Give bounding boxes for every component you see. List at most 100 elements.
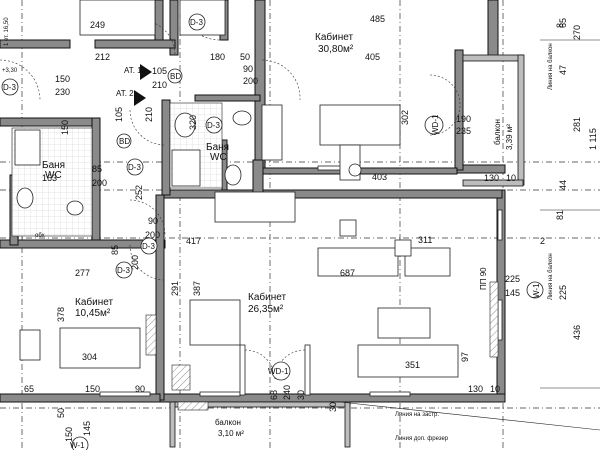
dim: 130	[468, 384, 483, 394]
dim: 150	[64, 427, 74, 442]
dim: 65	[558, 18, 568, 28]
dim: 65	[24, 384, 34, 394]
tag-w1-bottom: W-1	[70, 441, 85, 450]
tag-top-left: 1 ет. 16,50	[4, 17, 10, 46]
dim: 10	[506, 173, 516, 183]
windows	[99, 165, 503, 397]
tag-d3-f: D-3	[117, 266, 130, 275]
room-office-top-name: Кабинет	[315, 31, 353, 43]
desk-left	[59, 327, 141, 369]
note-balcony-line-2: Линия на балкон	[548, 253, 554, 300]
dim: 105	[114, 107, 124, 122]
tag-bd-b: BD	[119, 137, 130, 146]
dim: 291	[170, 281, 180, 296]
room-balcony-bottom-area: 3,10 м²	[218, 429, 244, 438]
radiator-bottom	[177, 401, 209, 411]
dim: 200	[145, 230, 160, 240]
dim: 105	[152, 66, 167, 76]
door-swings	[0, 0, 461, 396]
dim: 252	[134, 185, 144, 200]
tag-w1-right: W-1	[532, 283, 541, 298]
dim: 97	[460, 352, 470, 362]
room-office-center-area: 26,35м²	[248, 304, 284, 315]
dim: 47	[558, 65, 568, 75]
room-balcony-bottom-name: балкон	[215, 418, 241, 427]
dim: 145	[505, 288, 520, 298]
dim: 436	[572, 325, 582, 340]
dim: 687	[340, 268, 355, 278]
bottom-balcony	[169, 401, 600, 448]
dim: 90	[243, 64, 253, 74]
dim: 85	[110, 245, 120, 255]
dim: 405	[365, 52, 380, 62]
dim: 277	[75, 268, 90, 278]
cabinet-top-left	[79, 0, 156, 36]
dim: 351	[405, 360, 420, 370]
dim: 311	[418, 235, 432, 245]
room-bath-center-wc: WC	[210, 152, 227, 163]
tag-d3-d: D-3	[128, 163, 141, 172]
dim: 90	[148, 216, 158, 226]
dim: 90	[135, 384, 145, 394]
note-balcony-line-1: Линия на балкон	[548, 43, 554, 90]
tag-at1: АТ. 1	[124, 66, 142, 75]
tag-d3-e: D-3	[142, 242, 155, 251]
room-labels: Кабинет 30,80м² Кабинет 26,35м² Кабинет …	[42, 31, 514, 438]
dim: 30	[328, 402, 338, 412]
desk-center-4	[189, 299, 241, 346]
dim: 230	[55, 87, 70, 97]
dim: 403	[372, 172, 387, 182]
dim: 180	[210, 52, 225, 62]
dim: 85	[92, 164, 102, 174]
dim: 200	[92, 178, 107, 188]
dim: 44	[558, 180, 568, 190]
notes: Линия на балкон Линия на балкон Линия на…	[395, 39, 600, 442]
dim: 240	[282, 385, 292, 400]
room-office-center-name: Кабинет	[248, 291, 286, 303]
dim: 281	[572, 117, 582, 132]
room-office-left-area: 10,45м²	[75, 308, 111, 319]
dim: 150	[60, 120, 70, 135]
dim: 225	[505, 274, 520, 284]
room-office-left-name: Кабинет	[75, 296, 113, 308]
dim: 304	[82, 352, 97, 362]
dim: 68	[269, 390, 279, 400]
room-bath-left-wc: WC	[45, 170, 62, 181]
radiator-left	[145, 314, 157, 356]
dim: 130	[484, 173, 499, 183]
dim: 387	[192, 281, 202, 296]
dim: 30	[296, 390, 306, 400]
element-tags: D-3 D-3 D-3 D-3 D-3 D-3 АТ. 1 АТ. 2 BD B…	[1, 13, 544, 450]
tag-bd-a: BD	[170, 72, 181, 81]
dim: 417	[186, 236, 201, 246]
cabinet-center	[214, 191, 296, 223]
dim: 150	[55, 74, 70, 84]
tag-d3-b: D-3	[207, 121, 220, 130]
tag-at2: АТ. 2	[116, 89, 134, 98]
dim: 249	[90, 20, 105, 30]
desk-center-3	[377, 307, 431, 339]
room-office-top-area: 30,80м²	[318, 44, 354, 55]
dim: 210	[152, 80, 167, 90]
desk-top-office	[319, 104, 401, 146]
sofa-center	[357, 344, 459, 378]
dim: 200	[243, 76, 258, 86]
tag-d3-a: D-3	[190, 18, 203, 27]
dim: 50	[56, 408, 66, 418]
dim: 378	[56, 307, 66, 322]
dim: 2	[540, 236, 545, 246]
dim: 50	[240, 52, 250, 62]
dimensions: 249 485 212 180 405 50 150 230 105 210 9…	[24, 14, 598, 442]
dim: 8	[555, 23, 565, 28]
dim: 163	[42, 173, 57, 183]
note-milling-line: Линия доп. фрезер	[395, 436, 449, 442]
tag-obx: обх	[35, 233, 45, 239]
room-balcony-right-area: 3,39 м²	[505, 124, 514, 150]
furniture	[19, 0, 499, 411]
tag-d3-c: D-3	[3, 83, 16, 92]
tag-level: +3,30	[2, 68, 18, 74]
dim: 320	[188, 115, 198, 130]
desk-center-1	[317, 247, 399, 277]
room-bath-left-name: Баня	[42, 160, 65, 171]
